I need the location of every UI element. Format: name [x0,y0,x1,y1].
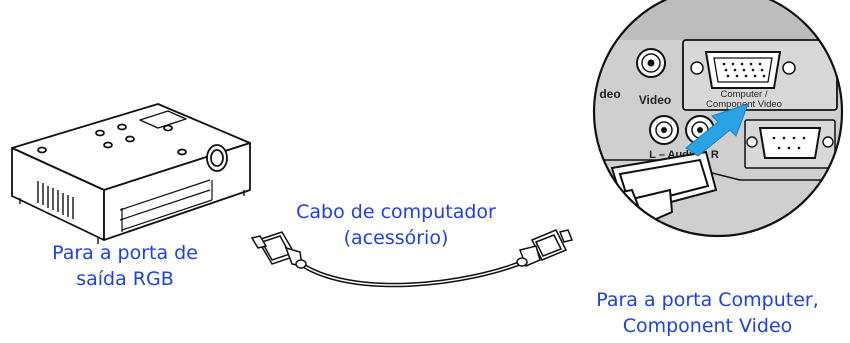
computer-port-label-line2: Component Video [706,99,782,110]
video-left-label: deo [599,87,620,101]
computer-caption-line1: Para a porta Computer, [596,289,819,311]
rear-panel-zoom: Computer / Component Video Video deo L –… [592,0,844,238]
computer-cable-illustration [250,229,574,288]
projector-illustration [11,103,251,244]
video-label: Video [639,93,671,107]
cable-caption-line1: Cabo de computador [296,201,496,223]
rgb-output-caption: Para a porta de saída RGB [0,240,250,292]
cable-caption-line2: (acessório) [343,227,449,249]
computer-port-label-line1: Computer / [721,89,768,100]
rgb-caption-line1: Para a porta de [52,242,198,264]
rgb-caption-line2: saída RGB [76,268,174,290]
computer-caption-line2: Component Video [622,315,793,337]
computer-port-caption: Para a porta Computer, Component Video [565,287,850,339]
cable-caption: Cabo de computador (acessório) [256,199,536,251]
